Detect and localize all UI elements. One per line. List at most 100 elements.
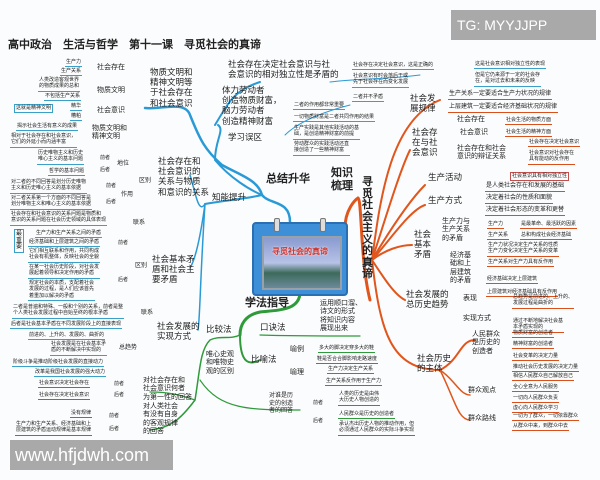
node-objective-law-answer: 对人类社会 有没有自身 的客观规律 的回答 <box>143 402 178 436</box>
leaf: 经济基础决定上层建筑 <box>486 276 539 285</box>
label-manifestation: 表现 <box>463 294 477 302</box>
branch-knowledge-production-activity <box>371 184 426 261</box>
branch-knowledge-existence <box>371 149 411 261</box>
leaf: 总趋势是前进的、上升的、 发展过程是曲折的 <box>512 294 575 309</box>
center-calendar-image: 寻觅社会的真谛 <box>252 218 348 296</box>
leaf: 不包括生产关系 <box>44 93 82 102</box>
leaf: 二者并不矛盾 <box>352 94 385 103</box>
page-title: 高中政治 生活与哲学 第十一课 寻觅社会的真谛 <box>8 38 261 51</box>
label-latter: 后者 <box>114 392 125 398</box>
misconception-2: 体力劳动者 创造物质财富， 脑力劳动者 创造精神财富 <box>222 86 282 127</box>
leaf: 对二者关系第一个方面的不同回答是 划分唯物主义和唯心主义的基本依据 <box>10 195 93 210</box>
branch-ability-relation <box>189 174 206 208</box>
node-production-activity: 生产活动 <box>428 173 463 183</box>
calendar-ring-icon <box>274 218 280 232</box>
node-production-mode: 生产方式 <box>428 196 463 206</box>
branch-study-leaves <box>284 104 351 136</box>
leaf: 生产关系反作用于生产力 <box>325 378 383 387</box>
leaf: 糟粕 <box>70 113 83 122</box>
node-social-development-law: 社会发 展规律 <box>410 94 436 115</box>
leaf: 相对于社会存在和社会意识， 它们的外延小而内涵丰富 <box>10 133 78 148</box>
node-mass-line: 群众路线 <box>468 414 496 422</box>
leaf: 社会存在和社会意识的关系问题是物质和 意识的关系问题在社会历史领域的具体表现 <box>10 211 108 226</box>
watermark-top: TG: MYYJJPP <box>451 10 596 40</box>
branch-compare <box>149 334 241 431</box>
branch-method <box>238 290 302 337</box>
leaf: 生产力和生产关系、经济基础和上 层建筑的矛盾运动规律是基本规律 <box>15 421 93 436</box>
node-rhyme-method: 口诀法 <box>260 323 286 333</box>
branch-knowledge-subject <box>371 259 476 372</box>
label-latter: 后者 <box>109 426 120 432</box>
leaf: 推动社会历史发展的决定力量 <box>512 364 580 373</box>
label-difference: 区别 <box>135 262 148 269</box>
leaf: 精神财富的创造者 <box>512 341 555 350</box>
leaf: 生产力 <box>65 59 83 68</box>
leaf: 历史唯物主义和历史 唯心主义的基本问题 <box>37 150 85 165</box>
node-basic-main-contradiction: 社会基本矛 盾和社会主 要矛盾 <box>152 255 195 286</box>
node-existence-consciousness: 社会存 在与社 会意识 <box>412 128 438 159</box>
most-important-box: 最 重 要 <box>14 229 25 253</box>
label-link: 联系 <box>141 309 154 316</box>
leaf: 人类的历史是由伟 大历史人物创造的 <box>338 391 381 406</box>
label-former: 前者 <box>109 413 120 419</box>
label-reasoning: 喻理 <box>290 368 304 376</box>
leaf: 社会生活的物质方面 <box>505 117 553 126</box>
leaf: 物质财富的创造者 <box>512 330 555 339</box>
node-force-relation-contradiction: 生产力与 生产关系 的矛盾 <box>442 217 470 242</box>
label-former: 前者 <box>313 400 324 406</box>
leaf: 相信人民群众自己解放自己 <box>512 373 575 382</box>
leaf: 规定社会的本质，支配着社会 发展的过程，是人们应该首先 着重加以解决的矛盾 <box>28 280 96 301</box>
branch-knowledge <box>343 196 372 302</box>
branch-study-label: 学习误区 <box>228 133 263 143</box>
leaf: 鞋是否合合脚影响走路速度 <box>316 356 379 365</box>
leaf: 虚心向人民群众学习 <box>512 405 560 414</box>
node-material-civilization: 物质文明 <box>97 86 125 94</box>
branch-summary-top-left <box>143 105 292 224</box>
branch-method-label: 学法指导 <box>245 296 289 309</box>
node-comparison-method: 比较法 <box>206 325 232 335</box>
node-mass-viewpoint: 群众观点 <box>468 386 496 394</box>
leaf: 社会意识对社会存在 具有能动的反作用 <box>528 150 576 165</box>
leaf: 前进的、上升的、发展的、曲折的 <box>28 332 106 341</box>
label-former: 前者 <box>114 381 125 387</box>
node-social-existence: 社会存在 <box>97 63 125 71</box>
branch-summary-label: 总结升华 <box>266 172 310 185</box>
leaf: 一切物质财富是二者共同作用的结果 <box>293 114 376 123</box>
label-status: 地位 <box>117 160 130 167</box>
leaf: 经济基础和上层建筑之间的矛盾 <box>28 239 101 248</box>
leaf: 上层建筑对经济基础具有反作用 <box>486 289 559 298</box>
leaf: 劳动群众的实践活动还直 接创造了一些精神财富 <box>293 141 351 156</box>
node-social-consciousness: 社会意识 <box>97 106 125 114</box>
branch-knowledge-law <box>371 99 441 261</box>
watermark-bottom: www.hfjdwh.com <box>10 440 173 470</box>
branch-mass-view <box>439 369 471 396</box>
node-dialectical-relation: 社会存在和社会 意识的辩证关系 <box>457 144 506 161</box>
knowledge-main-title: 寻觅社会主义的真谛 <box>362 175 373 281</box>
leaf: 是人类社会存在和发展的基础 <box>485 182 566 192</box>
leaf: 决定着社会的性质和面貌 <box>485 194 554 204</box>
node-existence-matter-relation: 社会存在和 社会意识的 关系与物质 和意识的关系 <box>158 157 210 198</box>
leaf: 生产实践是其他实践活动的基 础，是创造精神财富的前提 <box>293 125 361 140</box>
leaf: 改革是我国社会发展的强大动力 <box>34 369 107 378</box>
branch-ability-label: 知能提升 <box>212 193 247 203</box>
boxed-note: 这就是精神文明 <box>14 104 54 114</box>
leaf: 社会生活的精神方面 <box>505 129 553 138</box>
misconception-1: 社会存在决定社会意识与社 会意识的相对独立性是矛盾的 <box>228 60 339 81</box>
leaf: 生产力决定生产关系 <box>327 366 375 375</box>
leaf: 上层建筑一定要适合经济基础状况的规律 <box>448 103 559 113</box>
leaf: 人类改造客观世界 的物质成果的总和 <box>38 77 81 92</box>
leaf: 二者是普遍和特殊、一般和个别的关系，前者是整 个人类社会发展过程中自始至终的根本… <box>12 304 125 319</box>
leaf: 人民群众是历史的创造者 <box>338 411 396 420</box>
node-both-civilizations: 物质文明和 精神文明 <box>92 124 127 141</box>
label-realization: 实现方式 <box>463 314 491 322</box>
node-development-way: 社会发展的 实现方式 <box>157 322 200 343</box>
leaf: 哲学的基本问题 <box>48 168 86 177</box>
leaf: 多大的脚决定穿多大的鞋 <box>318 345 376 354</box>
leaf: 社会意识决定社会存在 <box>38 380 91 389</box>
node-basic-contradiction: 社会 基本 矛盾 <box>414 230 432 261</box>
leaf: 总和构成社会经济基础 <box>520 232 573 241</box>
label-difference: 区别 <box>139 177 152 184</box>
leaf: 精华 <box>70 103 83 112</box>
node-creator-answer: 对谁是历 史的创造 者的回答 <box>269 392 294 414</box>
